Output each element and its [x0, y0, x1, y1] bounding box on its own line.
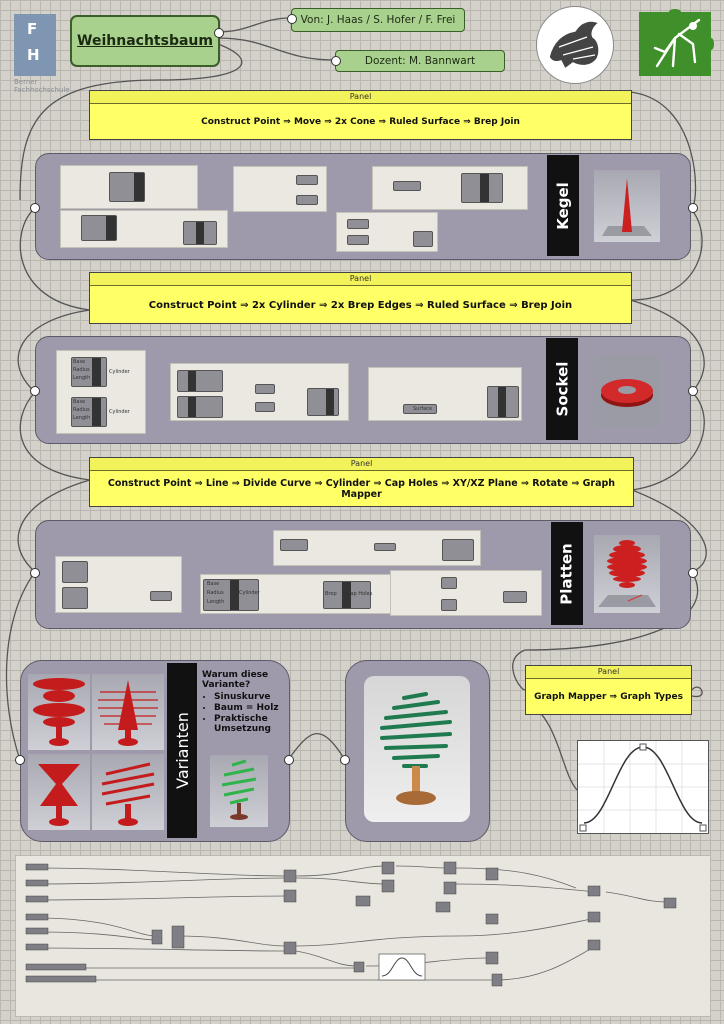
cone-model-icon [602, 178, 652, 236]
panel-kegel[interactable]: Panel Construct Point ⇒ Move ⇒ 2x Cone ⇒… [89, 90, 632, 140]
sockel-input-port[interactable] [30, 386, 40, 396]
panel-sockel[interactable]: Panel Construct Point ⇒ 2x Cylinder ⇒ 2x… [89, 272, 632, 324]
sockel-block-edges[interactable] [170, 363, 349, 421]
platten-block-points[interactable] [55, 556, 182, 613]
variant-2-model-icon [98, 680, 158, 746]
platten-block-cylinder[interactable]: Base Radius Length Cylinder Brep Cap Hol… [200, 574, 392, 614]
title-node[interactable]: Weihnachtsbaum [70, 15, 220, 67]
sockel-preview [594, 355, 660, 427]
title-output-port[interactable] [214, 28, 224, 38]
sockel-block-cylinders[interactable]: Base Radius Length Cylinder Base Radius … [56, 350, 146, 434]
why-variant-text: Warum diese Variante? Sinuskurve Baum = … [202, 670, 284, 735]
green-tree-model-icon [221, 759, 257, 820]
kegel-output-port[interactable] [688, 203, 698, 213]
kegel-block-point[interactable] [60, 165, 198, 209]
platten-output-port[interactable] [688, 568, 698, 578]
bfh-logo: F H [14, 14, 56, 76]
variant-4-preview [92, 754, 164, 830]
platten-block-rotate[interactable] [390, 570, 542, 616]
sockel-output-port[interactable] [688, 386, 698, 396]
variant-4-model-icon [101, 762, 155, 826]
varianten-input-port[interactable] [15, 755, 25, 765]
label-platten: Platten [551, 522, 583, 625]
kegel-block-join[interactable] [372, 166, 528, 210]
grasshopper-logo-icon [635, 8, 715, 78]
rhino-logo-icon [536, 6, 614, 84]
authors-node[interactable]: Von: J. Haas / S. Hofer / F. Frei [291, 8, 465, 32]
plates-model-icon [598, 540, 656, 607]
ring-model-icon [601, 379, 653, 407]
variant-2-preview [92, 674, 164, 750]
platten-block-divide[interactable] [273, 530, 481, 566]
kegel-preview [594, 170, 660, 242]
panel-platten[interactable]: Panel Construct Point ⇒ Line ⇒ Divide Cu… [89, 457, 634, 507]
wooden-tree-photo [364, 676, 470, 822]
overview-canvas [15, 855, 711, 1017]
label-kegel: Kegel [547, 155, 579, 256]
kegel-block-move[interactable] [233, 166, 327, 212]
green-variant-preview [210, 755, 268, 827]
platten-preview [594, 535, 660, 613]
platten-input-port[interactable] [30, 568, 40, 578]
overview-graph [25, 861, 677, 987]
sine-curve-graph [578, 741, 708, 833]
variant-1-model-icon [33, 678, 85, 746]
varianten-output-port[interactable] [284, 755, 294, 765]
authors-input-port[interactable] [287, 14, 297, 24]
wooden-tree-photo-icon [380, 692, 452, 805]
bfh-logo-text: Berner Fachhochschule [14, 78, 70, 94]
lecturer-input-port[interactable] [331, 56, 341, 66]
panel-graph[interactable]: Panel Graph Mapper ⇒ Graph Types [525, 665, 692, 715]
kegel-block-surface[interactable] [336, 212, 438, 252]
graph-mapper[interactable] [577, 740, 709, 834]
label-varianten: Varianten [167, 663, 197, 838]
variant-3-preview [28, 754, 90, 830]
variant-3-model-icon [38, 764, 80, 826]
photo-input-port[interactable] [340, 755, 350, 765]
label-sockel: Sockel [546, 338, 578, 440]
lecturer-node[interactable]: Dozent: M. Bannwart [335, 50, 505, 72]
variant-1-preview [28, 674, 90, 750]
kegel-block-cone[interactable] [60, 210, 228, 248]
kegel-input-port[interactable] [30, 203, 40, 213]
sockel-block-join[interactable]: Surface [368, 367, 522, 421]
